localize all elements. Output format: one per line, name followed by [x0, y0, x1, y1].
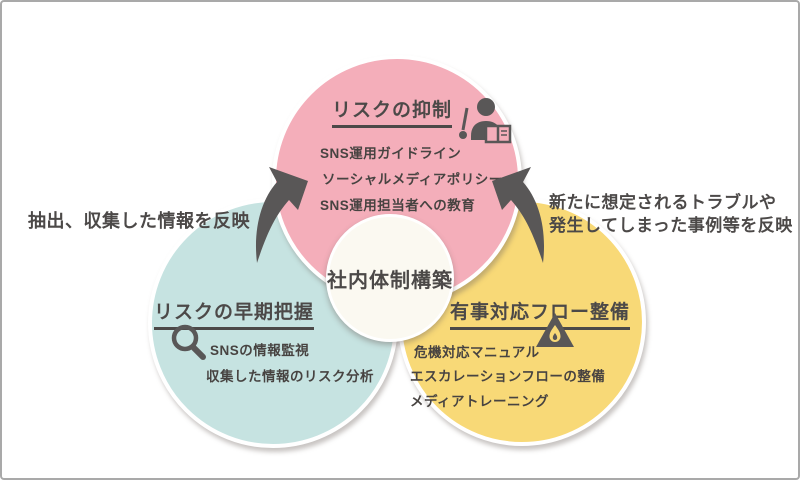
list-item: SNSの情報監視: [210, 343, 310, 358]
list-item: メディアトレーニング: [410, 394, 550, 409]
center-label: 社内体制構築: [327, 269, 453, 292]
right-annotation: 新たに想定されるトラブルや 発生してしまった事例等を反映: [549, 192, 793, 238]
list-item: ソーシャルメディアポリシー: [322, 172, 503, 187]
magnifier-icon: [171, 324, 206, 360]
lecturer-with-book-icon: [459, 98, 512, 144]
center-circle: 社内体制構築: [326, 214, 454, 342]
emergency-response-flow-title: 有事対応フロー整備: [450, 297, 631, 330]
list-item: 危機対応マニュアル: [414, 345, 540, 360]
list-item: SNS運用ガイドライン: [320, 146, 462, 161]
left-annotation: 抽出、収集した情報を反映: [28, 211, 250, 231]
right-annotation-line2: 発生してしまった事例等を反映: [549, 215, 793, 235]
curved-arrow-right-icon: [492, 167, 545, 263]
risk-suppression-title: リスクの抑制: [332, 95, 453, 128]
right-annotation-line1: 新たに想定されるトラブルや: [549, 193, 777, 212]
curved-arrow-left-icon: [255, 167, 308, 263]
early-risk-detection-title: リスクの早期把握: [154, 297, 315, 330]
list-item: 収集した情報のリスク分析: [206, 369, 374, 384]
list-item: SNS運用担当者への教育: [320, 198, 476, 213]
fire-warning-icon: [536, 313, 574, 347]
list-item: エスカレーションフローの整備: [410, 369, 606, 384]
